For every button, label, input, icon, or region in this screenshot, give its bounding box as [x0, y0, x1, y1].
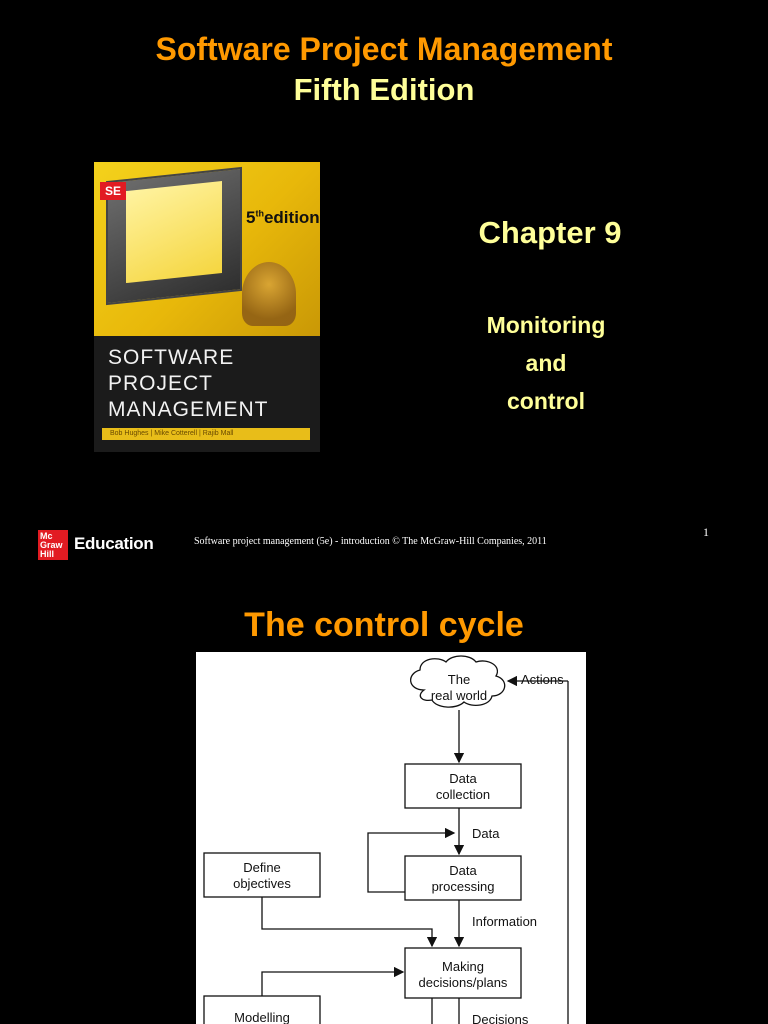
making-decisions-line-2: decisions/plans [419, 975, 508, 990]
cover-title: SOFTWARE PROJECT MANAGEMENT [108, 346, 269, 421]
modelling-label: Modelling [234, 1010, 290, 1024]
book-cover: SE 5thedition SOFTWARE PROJECT MANAGEMEN… [94, 162, 320, 452]
define-objectives-line-1: Define [243, 860, 281, 875]
chapter-subtitle: Monitoring and control [486, 312, 606, 414]
real-world-cloud [410, 655, 506, 708]
cloud-line-2: real world [431, 688, 487, 703]
cover-se-badge: SE [100, 182, 126, 200]
cloud-line-1: The [448, 672, 470, 687]
control-cycle-diagram: The real world Actions Data collection D… [196, 652, 586, 1024]
define-objectives-line-2: objectives [233, 876, 291, 891]
data-processing-line-1: Data [449, 863, 477, 878]
making-decisions-line-1: Making [442, 959, 484, 974]
making-decisions-box [404, 947, 522, 999]
information-label: Information [472, 914, 537, 929]
control-cycle-title: The control cycle [244, 606, 524, 644]
actions-label: Actions [521, 672, 564, 687]
data-processing-box [404, 855, 522, 901]
slide-footer: Software project management (5e) - intro… [194, 536, 547, 547]
chapter-heading: Chapter 9 [478, 215, 622, 250]
cover-edition: 5thedition [246, 208, 320, 227]
logo-text: Education [74, 534, 154, 553]
cover-authors: Bob Hughes | Mike Cotterell | Rajib Mall [102, 428, 310, 440]
data-processing-line-2: processing [432, 879, 495, 894]
cover-person-image [242, 262, 296, 326]
data-collection-line-2: collection [436, 787, 490, 802]
data-collection-line-1: Data [449, 771, 477, 786]
modelling-box [203, 995, 321, 1024]
page-number: 1 [703, 525, 709, 539]
slide-edition: Fifth Edition [293, 72, 475, 107]
slide-title: Software Project Management [155, 31, 613, 67]
cover-laptop-image [106, 166, 242, 306]
data-collection-box [404, 763, 522, 809]
define-objectives-box [203, 852, 321, 898]
data-label: Data [472, 826, 500, 841]
decisions-label: Decisions [472, 1012, 529, 1024]
